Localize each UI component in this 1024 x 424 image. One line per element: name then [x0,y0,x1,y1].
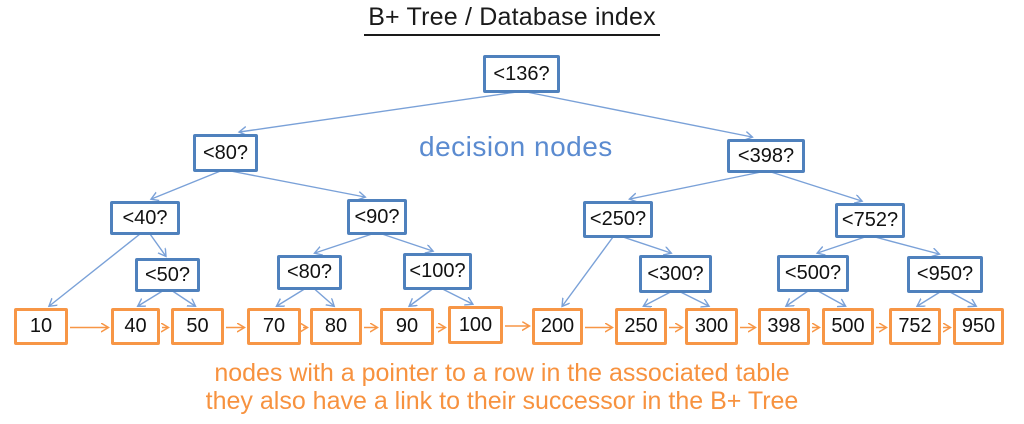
leaf-node-40: 40 [111,308,160,345]
tree-edge [817,290,845,306]
tree-edge [442,288,473,304]
tree-edge [818,236,866,253]
tree-edge [630,171,762,199]
leaf-node-100: 100 [448,306,503,344]
tree-edge [230,170,365,197]
tree-edge [409,288,433,306]
tree-edge [277,288,305,306]
leaf-node-398: 398 [758,308,810,345]
tree-edge [526,91,753,137]
leaf-node-90: 90 [380,308,434,345]
tree-edge [874,236,939,254]
tree-edge [562,236,614,306]
decision-node-950: <950? [907,256,983,293]
decision-node-500: <500? [777,255,849,292]
leaf-node-752: 752 [889,308,941,345]
tree-edge [151,170,221,199]
tree-edge [644,291,671,306]
leaf-caption: nodes with a pointer to a row in the ass… [0,359,1004,415]
tree-edge [314,288,334,306]
tree-edge [138,290,163,306]
tree-edge [949,291,976,306]
decision-node-40: <40? [110,201,180,235]
leaf-node-80: 80 [310,308,362,345]
leaf-node-70: 70 [247,308,301,345]
tree-edge [315,233,373,253]
diagram-title: B+ Tree / Database index [0,3,1024,36]
decision-node-80: <80? [277,255,342,290]
decision-node-100: <100? [403,253,472,290]
decision-nodes-label: decision nodes [419,131,613,162]
tree-edge [680,291,709,306]
caption-line-1: nodes with a pointer to a row in the ass… [214,359,790,387]
tree-edge [240,91,517,132]
decision-node-50: <50? [135,258,200,292]
tree-edge [49,233,141,306]
leaf-node-500: 500 [822,308,874,345]
tree-edge [786,290,809,306]
decision-node-80: <80? [193,134,258,172]
decision-node-398: <398? [727,139,805,173]
tree-edge [172,290,196,306]
caption-line-2: they also have a link to their successor… [205,387,799,415]
decision-node-136: <136? [483,55,560,93]
decision-node-90: <90? [347,199,407,235]
decision-node-300: <300? [639,255,712,293]
decision-node-752: <752? [835,203,905,238]
tree-edge [149,233,166,256]
decision-node-250: <250? [583,201,653,238]
tree-edge [770,171,862,201]
leaf-node-950: 950 [953,308,1004,345]
diagram-title-text: B+ Tree / Database index [364,3,660,36]
leaf-node-200: 200 [532,308,583,345]
leaf-node-250: 250 [615,308,667,345]
tree-edge [381,233,433,251]
leaf-node-300: 300 [685,308,738,345]
tree-edge [917,291,941,306]
tree-edge [622,236,671,253]
leaf-node-50: 50 [171,308,224,345]
leaf-node-10: 10 [14,308,68,345]
